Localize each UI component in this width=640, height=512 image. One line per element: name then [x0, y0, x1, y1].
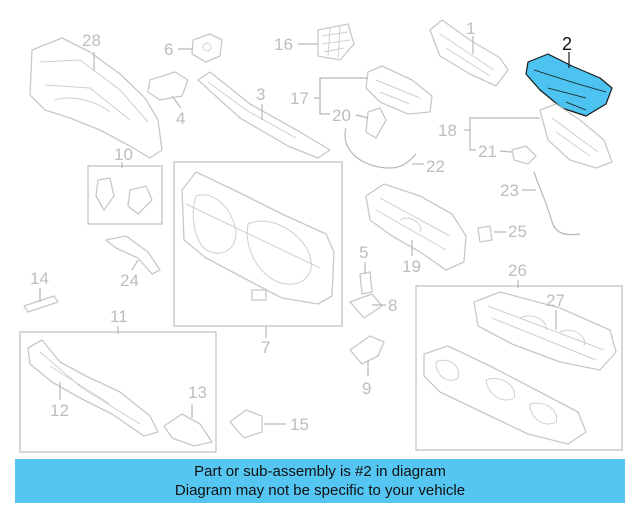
callout-18: 18: [438, 121, 457, 140]
part-14-strip: [23, 295, 59, 313]
part-7-firewall: [181, 171, 335, 305]
info-banner: Part or sub-assembly is #2 in diagram Di…: [15, 459, 625, 503]
callout-10: 10: [114, 145, 133, 164]
callout-20: 20: [332, 106, 351, 125]
callout-12: 12: [50, 401, 69, 420]
callout-28: 28: [82, 31, 101, 50]
banner-line-1: Part or sub-assembly is #2 in diagram: [194, 463, 446, 480]
callout-16: 16: [274, 35, 293, 54]
callout-11: 11: [110, 307, 128, 326]
part-15-bracket: [229, 409, 263, 439]
part-24-bracket: [105, 235, 161, 275]
callout-13: 13: [188, 383, 207, 402]
part-19-panel: [365, 183, 467, 271]
part-10-clips: [95, 177, 153, 215]
leader-21: [499, 150, 513, 153]
callout-1: 1: [466, 19, 475, 38]
callout-26: 26: [508, 261, 527, 280]
part-2-highlighted: [525, 53, 613, 117]
part-28-dash-side-panel: [29, 37, 163, 159]
part-7-box: [173, 161, 343, 327]
part-25-clip: [477, 225, 493, 243]
part-3-cowl-top: [197, 71, 331, 159]
part-1-cowl-panel: [429, 19, 509, 87]
part-18-assembly: [539, 103, 613, 169]
callout-15: 15: [290, 415, 309, 434]
part-13-bracket: [163, 413, 213, 447]
leader-4: [171, 95, 182, 109]
callout-7: 7: [261, 338, 270, 357]
callout-22: 22: [426, 157, 445, 176]
callout-19: 19: [402, 257, 421, 276]
part-8-bracket: [349, 293, 383, 319]
callout-4: 4: [176, 109, 185, 128]
part-20-clip: [365, 107, 387, 139]
part-4-bracket: [147, 71, 189, 101]
callout-5: 5: [359, 243, 368, 262]
part-9-bracket: [349, 335, 385, 365]
leader-17: [314, 77, 368, 115]
callout-8: 8: [388, 296, 397, 315]
part-21-clip: [511, 145, 537, 165]
callout-6: 6: [164, 40, 173, 59]
part-22-hose: [344, 127, 417, 169]
leader-18: [464, 117, 540, 151]
part-6-bracket: [191, 33, 223, 63]
part-26-box: [415, 285, 623, 451]
callout-23: 23: [500, 181, 519, 200]
part-5-bracket: [359, 271, 373, 295]
callout-27: 27: [546, 291, 565, 310]
callout-14: 14: [30, 269, 49, 288]
callout-21: 21: [478, 142, 497, 161]
callout-17: 17: [290, 89, 309, 108]
part-26-insulator: [423, 345, 587, 445]
callout-24: 24: [120, 271, 139, 290]
callout-2: 2: [562, 34, 572, 54]
banner-line-2: Diagram may not be specific to your vehi…: [174, 482, 466, 499]
part-16-grille: [317, 23, 355, 61]
part-12-panel: [27, 339, 159, 437]
part-10-box: [87, 165, 163, 225]
callout-3: 3: [256, 85, 265, 104]
leader-20: [355, 114, 369, 119]
callout-9: 9: [362, 379, 371, 398]
part-23-cable: [533, 171, 581, 236]
part-27-insulator: [473, 291, 617, 371]
callout-25: 25: [508, 222, 527, 241]
leader-24: [131, 259, 139, 271]
part-17-assembly: [365, 65, 433, 115]
